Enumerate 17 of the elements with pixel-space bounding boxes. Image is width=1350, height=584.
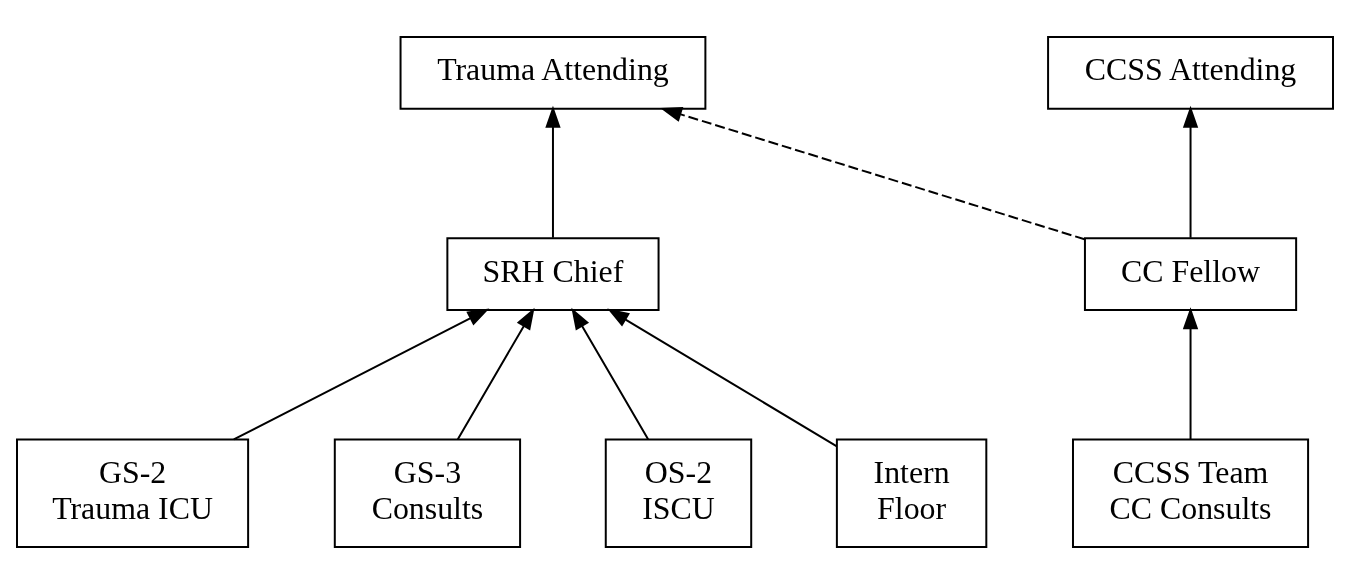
arrow [1182,307,1199,441]
arrow [232,308,490,441]
arrow [545,105,561,239]
arrow [456,307,535,441]
node-box: CC Fellow [1083,237,1298,311]
arrow [660,107,1086,241]
node-box: GS-2 Trauma ICU [16,438,250,549]
node-box: Trauma Attending [399,35,707,110]
node-box: OS-2 ISCU [604,438,753,549]
node-box: CCSS Attending [1047,35,1334,110]
arrow [571,307,650,441]
node-box: GS-3 Consults [333,438,522,549]
arrow [1182,105,1199,239]
arrow [607,308,838,448]
node-box: SRH Chief [446,237,660,311]
node-box: CCSS Team CC Consults [1072,438,1310,549]
node-box: Intern Floor [835,438,988,549]
